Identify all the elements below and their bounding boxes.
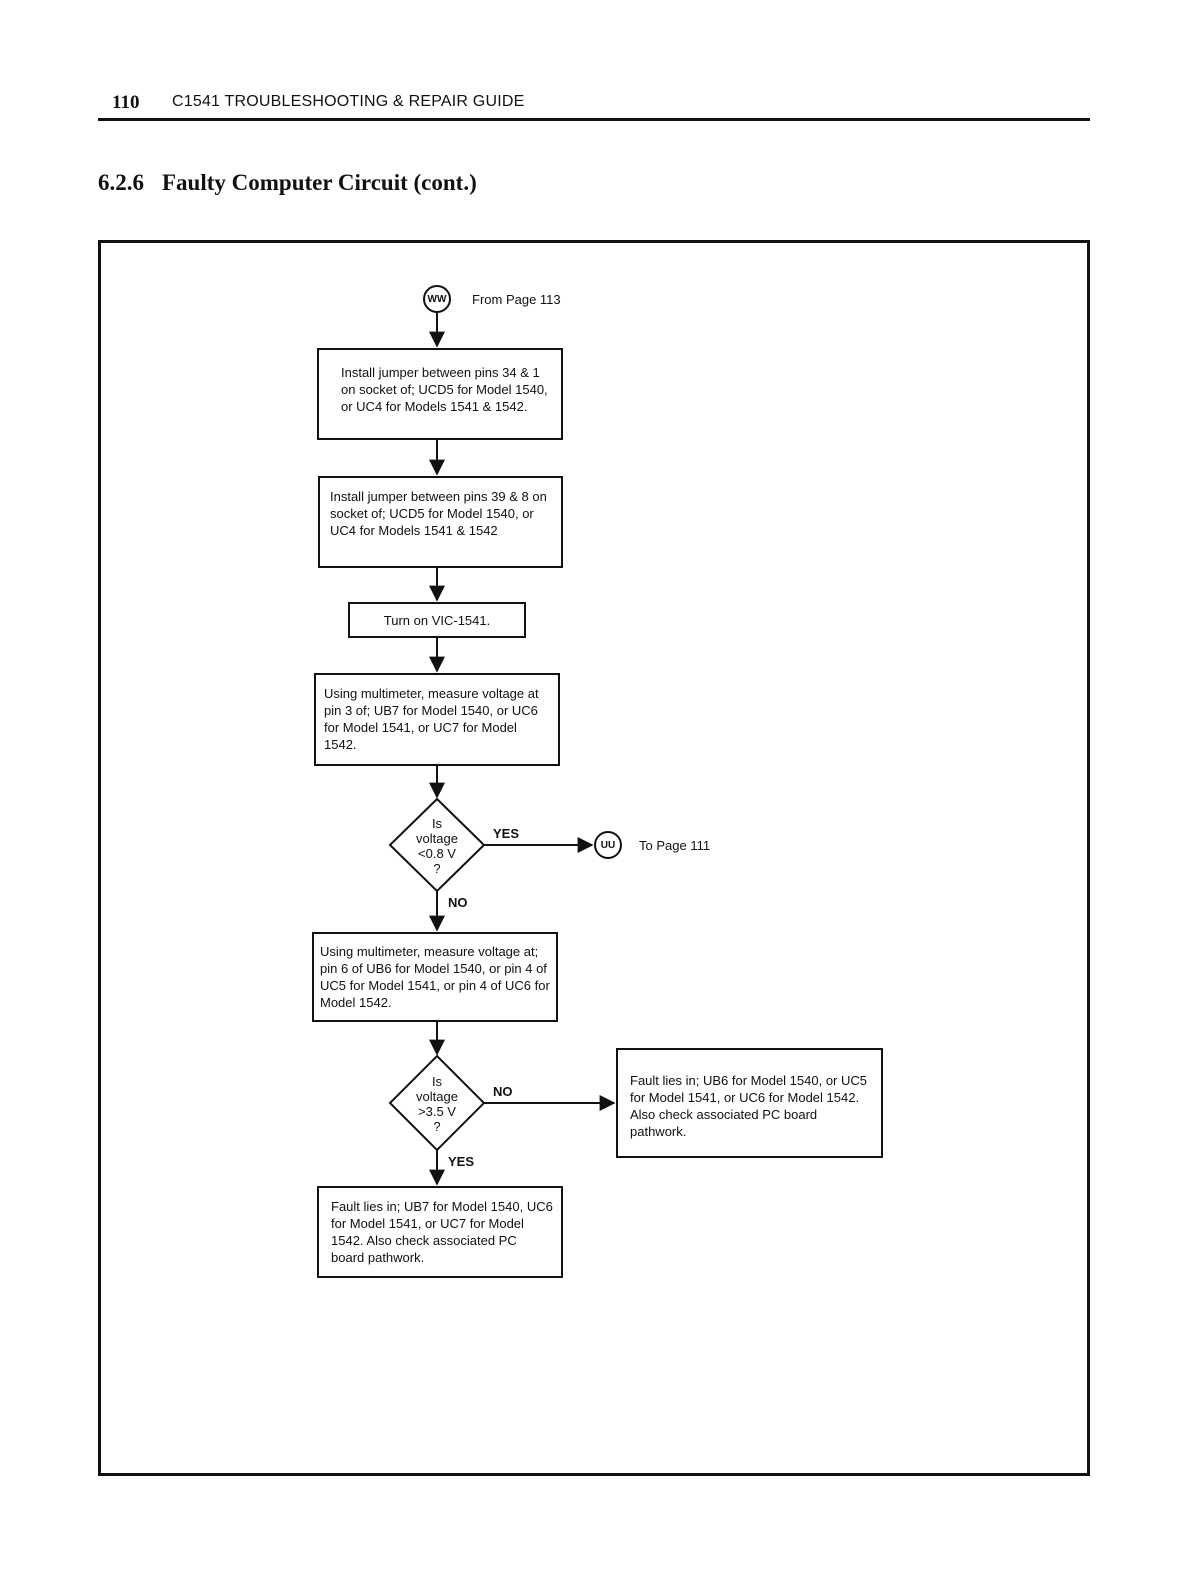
- step-install-jumper-34-1: Install jumper between pins 34 & 1 on so…: [317, 348, 563, 440]
- decision1-yes-label: YES: [493, 826, 520, 841]
- decision2-text: Is voltage >3.5 V ?: [397, 1074, 477, 1134]
- decision2-yes-label: YES: [448, 1154, 475, 1169]
- section-heading: 6.2.6 Faulty Computer Circuit (cont.): [98, 170, 477, 196]
- from-page-note: From Page 113: [472, 292, 561, 307]
- page-number: 110: [112, 92, 140, 113]
- step-turn-on-vic: Turn on VIC-1541.: [348, 602, 526, 638]
- decision1-line3: <0.8 V: [418, 846, 456, 861]
- decision1-text: Is voltage <0.8 V ?: [397, 816, 477, 876]
- decision1-line4: ?: [433, 861, 441, 876]
- fault-ub7-uc6-uc7: Fault lies in; UB7 for Model 1540, UC6 f…: [317, 1186, 563, 1278]
- decision2-line3: >3.5 V: [418, 1104, 456, 1119]
- page-header: 110 C1541 TROUBLESHOOTING & REPAIR GUIDE: [98, 92, 1090, 121]
- decision1-no-label: NO: [448, 895, 468, 910]
- decision1-line1: Is: [431, 816, 443, 831]
- book-title: C1541 TROUBLESHOOTING & REPAIR GUIDE: [172, 93, 525, 110]
- start-connector-ww: WW: [423, 285, 451, 313]
- section-title: Faulty Computer Circuit (cont.): [162, 170, 477, 195]
- decision2-line2: voltage: [416, 1089, 458, 1104]
- decision2-line1: Is: [431, 1074, 443, 1089]
- decision1-line2: voltage: [416, 831, 458, 846]
- step-install-jumper-39-8: Install jumper between pins 39 & 8 on so…: [318, 476, 563, 568]
- step-measure-pin3: Using multimeter, measure voltage at pin…: [314, 673, 560, 766]
- section-number: 6.2.6: [98, 170, 144, 195]
- decision2-no-label: NO: [493, 1084, 513, 1099]
- decision2-line4: ?: [433, 1119, 441, 1134]
- end-connector-uu: UU: [594, 831, 622, 859]
- flowchart-frame: [98, 240, 1090, 1476]
- fault-ub6-uc5-uc6: Fault lies in; UB6 for Model 1540, or UC…: [616, 1048, 883, 1158]
- step-measure-pin6: Using multimeter, measure voltage at; pi…: [312, 932, 558, 1022]
- to-page-note: To Page 111: [639, 838, 711, 853]
